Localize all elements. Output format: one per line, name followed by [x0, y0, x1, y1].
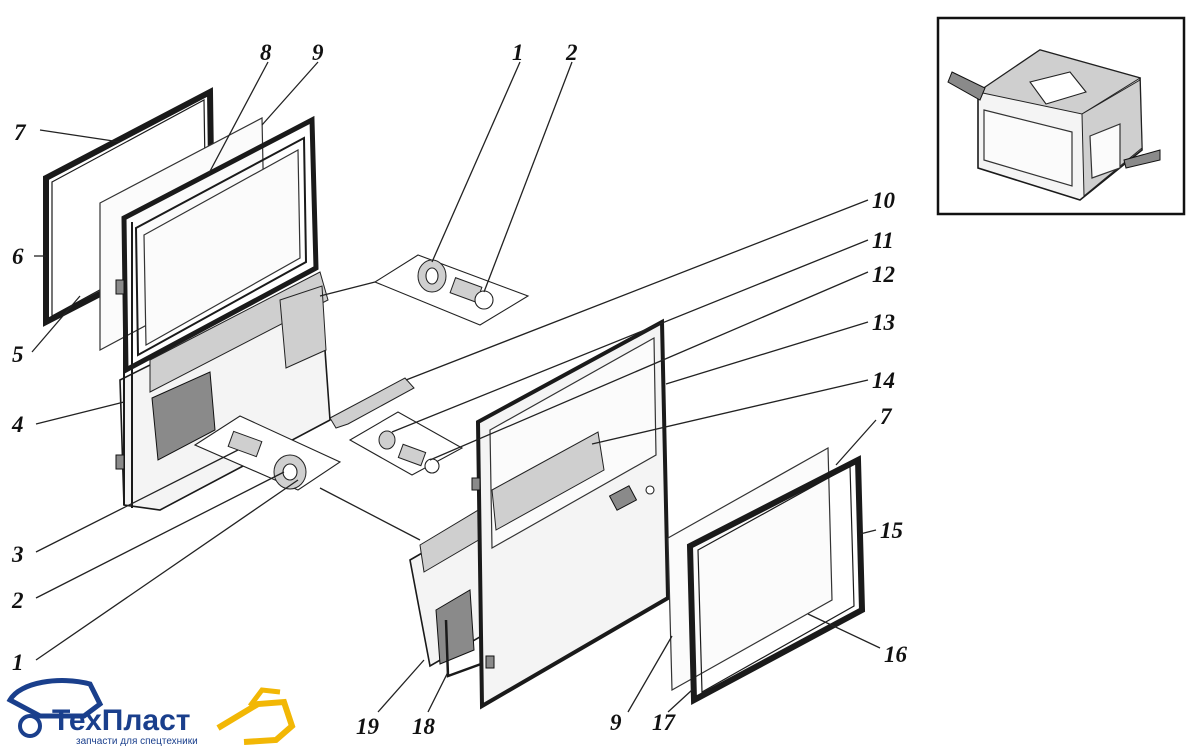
fastener-plate-middle: [348, 411, 464, 476]
glass-seal-frame-right: [686, 455, 866, 705]
brand-logo: ТехПласт запчасти для спецтехники: [6, 678, 296, 747]
door-body-left: [119, 222, 331, 511]
callout-15: 15: [880, 518, 903, 543]
callout-14: 14: [872, 368, 895, 393]
callout-labels: 7 8 9 1 2 6 5 4 3 2 1 10 11 12 13 14 7 1…: [11, 40, 908, 739]
callout-13: 13: [872, 310, 895, 335]
left-door-assembly: [43, 87, 331, 511]
inset-cab-view: [936, 16, 1186, 216]
pointer-arrow-left: [947, 71, 986, 101]
callout-2-left: 2: [11, 588, 24, 613]
callout-2-top: 2: [565, 40, 578, 65]
callout-5: 5: [12, 342, 24, 367]
callout-19: 19: [356, 714, 380, 739]
callout-9-top: 9: [312, 40, 324, 65]
callout-4: 4: [11, 412, 24, 437]
logo-tagline: запчасти для спецтехники: [76, 736, 198, 747]
hinge-lower-left: [115, 454, 125, 470]
fastener-plate-upper: [319, 254, 530, 326]
callout-1-left: 1: [12, 650, 24, 675]
hinge-lower-right: [485, 655, 495, 669]
leader-lines: [31, 61, 881, 713]
hinge-upper-left: [115, 279, 125, 295]
door-seal-strip: [444, 619, 493, 678]
pointer-arrow-right: [1123, 149, 1161, 169]
callout-16: 16: [884, 642, 908, 667]
callout-7-right: 7: [880, 404, 893, 429]
callout-10: 10: [872, 188, 896, 213]
callout-8: 8: [260, 40, 272, 65]
door-panel-right: [471, 318, 671, 710]
bolt-lower: [227, 430, 263, 458]
callout-9-bottom: 9: [610, 710, 622, 735]
callout-1-top: 1: [512, 40, 524, 65]
striker-bar: [329, 377, 415, 429]
callout-6: 6: [12, 244, 24, 269]
door-handle: [608, 485, 638, 511]
callout-17: 17: [652, 710, 677, 735]
fastener-plate-lower: [193, 415, 421, 541]
hinge-upper-right: [471, 477, 481, 491]
door-window-frame-left: [121, 115, 319, 375]
right-door-assembly: [409, 318, 671, 710]
callout-3: 3: [11, 542, 24, 567]
callout-11: 11: [872, 228, 894, 253]
logo-name: ТехПласт: [52, 704, 191, 737]
callout-7-left: 7: [14, 120, 27, 145]
callout-18: 18: [412, 714, 436, 739]
callout-12: 12: [872, 262, 895, 287]
